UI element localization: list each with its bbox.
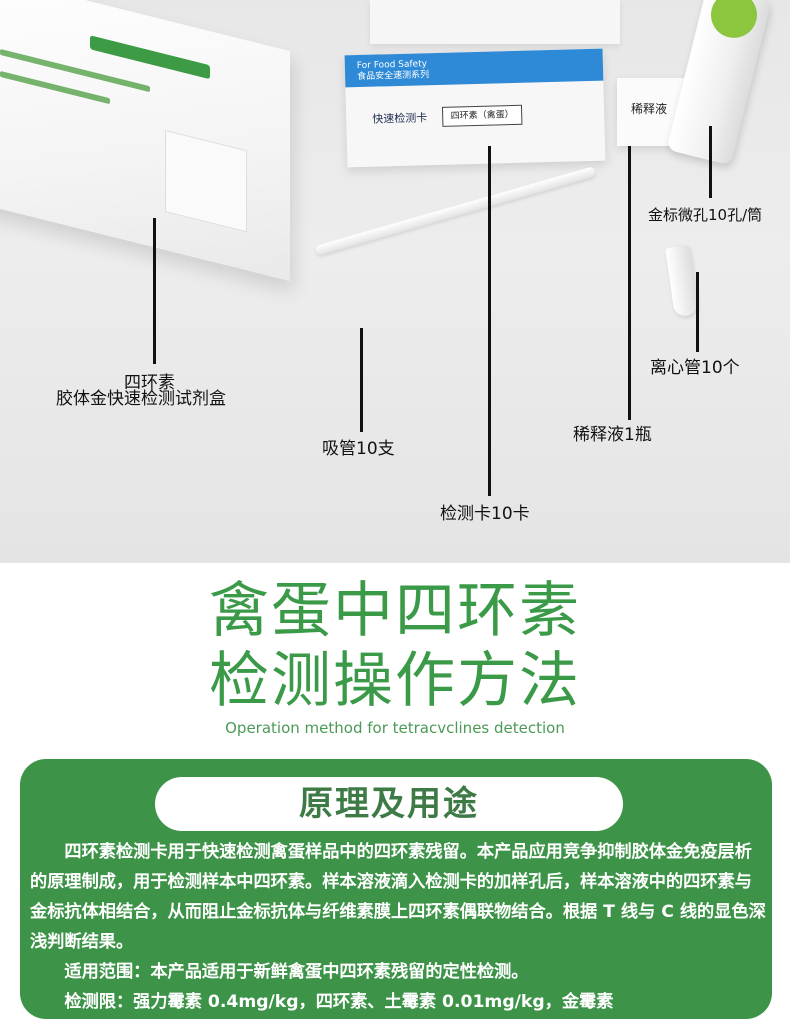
card-item-text: 四环素（禽蛋） bbox=[441, 104, 523, 127]
kit-box-label-line2: 胶体金快速检测试剂盒 bbox=[56, 389, 226, 409]
pipette-pointer bbox=[360, 328, 363, 432]
test-card-pointer bbox=[488, 146, 491, 496]
test-card-label: 检测卡10卡 bbox=[440, 504, 530, 524]
dilution-pointer bbox=[628, 146, 631, 420]
pipette-image bbox=[314, 166, 597, 256]
principle-panel: 原理及用途 四环素检测卡用于快速检测禽蛋样品中的四环素残留。本产品应用竞争抑制胶… bbox=[20, 759, 772, 1019]
page-subtitle: Operation method for tetracvclines detec… bbox=[225, 719, 565, 737]
detection-limit-paragraph: 检测限：强力霉素 0.4mg/kg，四环素、土霉素 0.01mg/kg，金霉素 bbox=[64, 992, 614, 1012]
kit-box-label bbox=[165, 129, 247, 233]
kit-box-band bbox=[90, 35, 210, 80]
card-title-text: 快速检测卡 bbox=[372, 111, 428, 126]
tube-logo-icon bbox=[706, 0, 762, 43]
kit-box-image bbox=[0, 0, 290, 282]
microwell-pointer bbox=[709, 126, 712, 198]
kit-box-label-line1: 四环素 bbox=[124, 373, 175, 393]
centrifuge-tube-image bbox=[665, 244, 699, 318]
page-title-line2: 检测操作方法 bbox=[209, 646, 581, 716]
series-text: 食品安全速测系列 bbox=[357, 70, 430, 83]
microwell-label: 金标微孔10孔/筒 bbox=[648, 206, 763, 224]
centrifuge-pointer bbox=[696, 272, 699, 352]
pipette-label: 吸管10支 bbox=[322, 439, 395, 459]
card-pack-header: For Food Safety 食品安全速测系列 bbox=[357, 59, 430, 83]
product-photo: For Food Safety 食品安全速测系列 快速检测卡 四环素（禽蛋） 稀… bbox=[0, 0, 790, 563]
scope-paragraph: 适用范围：本产品适用于新鲜禽蛋中四环素残留的定性检测。 bbox=[64, 962, 529, 982]
tray-image bbox=[370, 0, 620, 44]
section-title: 原理及用途 bbox=[155, 777, 623, 831]
dilution-label: 稀释液1瓶 bbox=[573, 425, 652, 445]
dilution-label-text: 稀释液 bbox=[631, 102, 668, 116]
centrifuge-label: 离心管10个 bbox=[650, 358, 740, 378]
page-title-line1: 禽蛋中四环素 bbox=[209, 576, 581, 646]
test-card-pack-image: For Food Safety 食品安全速测系列 快速检测卡 四环素（禽蛋） bbox=[344, 48, 606, 168]
kit-box-pointer bbox=[153, 218, 156, 364]
microwell-tube-image bbox=[666, 0, 772, 166]
principle-paragraph: 四环素检测卡用于快速检测禽蛋样品中的四环素残留。本产品应用竞争抑制胶体金免疫层析… bbox=[30, 842, 766, 952]
